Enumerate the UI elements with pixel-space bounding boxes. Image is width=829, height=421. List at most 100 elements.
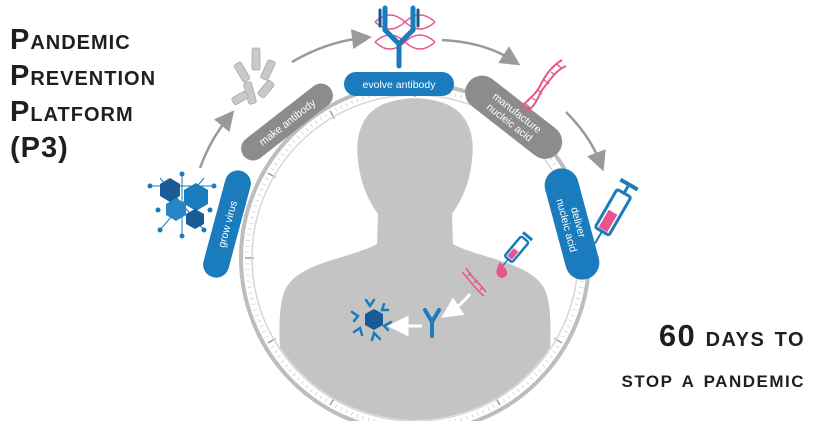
- ring-tick-minor: [545, 359, 550, 363]
- ring-tick-minor: [319, 116, 323, 121]
- blood-drop-icon: [496, 262, 508, 278]
- ring-tick-minor: [574, 303, 579, 306]
- ring-tick-minor: [284, 148, 289, 152]
- ring-tick-minor: [270, 167, 275, 171]
- ring-tick-minor: [249, 297, 255, 300]
- ring-tick-minor: [305, 384, 309, 389]
- ring-tick-minor: [460, 417, 463, 421]
- ring-tick-minor: [273, 162, 278, 166]
- dna-helix-icon: [519, 59, 567, 113]
- ring-tick-minor: [264, 177, 269, 181]
- ring-tick-minor: [555, 345, 560, 349]
- ring-tick-minor: [367, 417, 370, 421]
- ring-tick-minor: [345, 102, 348, 107]
- title-line-3: Platform: [10, 96, 134, 128]
- ring-tick-minor: [525, 381, 530, 385]
- ring-tick-minor: [253, 308, 258, 311]
- ring-tick-minor: [280, 359, 285, 363]
- step-evolve-antibody: evolve antibody: [344, 72, 454, 96]
- ring-tick-minor: [284, 364, 289, 368]
- ring-tick-minor: [575, 297, 581, 300]
- ring-tick-minor: [262, 330, 266, 333]
- ring-tick-minor: [549, 157, 553, 161]
- ring-tick-minor: [319, 395, 323, 400]
- ring-tick-minor: [568, 319, 573, 323]
- tagline-line-1-rest: days to: [705, 321, 805, 352]
- ring-tick-minor: [521, 384, 525, 389]
- ring-tick-minor: [356, 98, 359, 103]
- step-grow-virus: grow virus: [203, 170, 251, 278]
- ring-tick-minor: [259, 188, 264, 191]
- small-antibody-icon: [423, 308, 441, 338]
- ring-tick-minor: [314, 392, 318, 396]
- ring-tick-minor: [277, 157, 281, 161]
- step-deliver-nucleic-acid: deliver nucleic acid: [544, 168, 600, 280]
- ring-tick-minor: [561, 335, 566, 339]
- ring-tick-minor: [552, 350, 557, 354]
- ring-tick-minor: [251, 303, 256, 306]
- ring-tick-minor: [454, 92, 457, 98]
- neutralized-virus-icon: [350, 298, 393, 342]
- ring-tick-minor: [314, 120, 318, 124]
- ring-tick-minor: [324, 398, 328, 403]
- ring-tick-minor: [270, 345, 275, 349]
- step-label-evolve-antibody: evolve antibody: [363, 79, 437, 91]
- ring-tick-minor: [292, 373, 296, 377]
- tagline-line-1: 60 days to: [622, 318, 806, 355]
- ring-tick-minor: [516, 388, 520, 393]
- ring-tick-minor: [273, 350, 278, 354]
- ring-tick-minor: [454, 418, 457, 421]
- ring-tick-minor: [249, 216, 255, 219]
- tagline-line-2: stop a pandemic: [621, 366, 805, 393]
- ring-tick-minor: [257, 193, 262, 197]
- step-manufacture-nucleic-acid: manufacture nucleic acid: [465, 75, 563, 159]
- title-line-4: (P3): [10, 132, 69, 164]
- arrow-virus-to-make: [198, 110, 235, 169]
- ring-tick-minor: [541, 364, 546, 368]
- arrow-manufacture-to-deliver: [565, 111, 606, 172]
- ring-tick-minor: [280, 153, 285, 157]
- antibody-fragments-icon: [231, 47, 276, 106]
- tagline-number: 60: [658, 318, 697, 353]
- ring-tick-minor: [310, 123, 314, 128]
- ring-tick-minor: [566, 325, 571, 328]
- ring-tick-minor: [530, 377, 534, 381]
- ring-tick-minor: [482, 409, 485, 414]
- ring-tick-minor: [292, 139, 296, 143]
- ring-tick-minor: [534, 373, 538, 377]
- ring-tick-minor: [465, 415, 468, 420]
- ring-tick-minor: [248, 222, 253, 224]
- ring-tick-minor: [248, 292, 253, 294]
- title-line-2: Prevention: [10, 60, 157, 92]
- ring-tick-minor: [334, 107, 338, 112]
- tagline: 60 days to stop a pandemic: [622, 318, 806, 405]
- ring-tick-minor: [334, 404, 338, 409]
- ring-tick-minor: [578, 286, 583, 288]
- ring-tick-minor: [300, 131, 305, 135]
- ring-tick-minor: [340, 105, 343, 109]
- ring-tick-minor: [246, 280, 251, 283]
- ring-tick-minor: [247, 286, 252, 288]
- ring-tick-minor: [340, 407, 343, 411]
- ring-tick-minor: [471, 413, 474, 418]
- ring-tick-minor: [345, 409, 348, 414]
- ring-tick-minor: [564, 330, 568, 333]
- ring-tick-minor: [324, 113, 328, 118]
- arrow-evolve-to-manufacture: [441, 38, 521, 66]
- ring-tick-minor: [264, 335, 269, 339]
- ring-tick-minor: [255, 199, 260, 202]
- ring-tick-minor: [246, 233, 251, 236]
- title-block: Pandemic Prevention Platform (P3): [10, 22, 156, 166]
- antibody-dna-icon: [374, 5, 436, 69]
- ring-tick-minor: [512, 392, 516, 396]
- ring-tick-minor: [549, 355, 553, 359]
- ring-tick-minor: [255, 314, 260, 317]
- small-dna-icon: [461, 267, 487, 297]
- ring-tick-minor: [296, 377, 300, 381]
- ring-tick-minor: [253, 205, 258, 208]
- ring-tick-minor: [257, 319, 262, 323]
- small-syringe-icon: [502, 231, 534, 266]
- ring-tick-minor: [487, 407, 490, 411]
- ring-tick-minor: [570, 314, 575, 317]
